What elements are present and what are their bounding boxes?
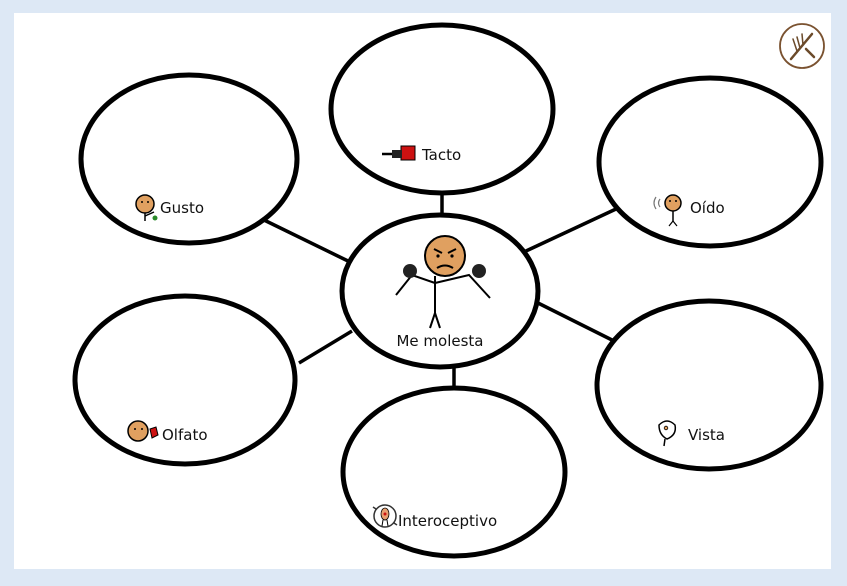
center-label: Me molesta <box>396 332 483 350</box>
ellipse-center <box>339 212 541 370</box>
ellipse-vista <box>594 298 824 472</box>
ellipse-tacto <box>328 22 556 196</box>
hearing-face-icon <box>653 194 682 227</box>
connector-vista <box>537 301 623 347</box>
connector-gusto <box>263 218 349 263</box>
smell-face-icon <box>127 420 159 442</box>
sight-face-icon <box>658 420 677 447</box>
diagram-canvas: Me molesta Tacto Gusto Oído Olfato <box>14 13 831 569</box>
ellipse-oido <box>596 75 824 249</box>
angry-person-icon <box>395 235 491 329</box>
ellipse-interoceptivo <box>340 385 568 559</box>
sense-label-vista: Vista <box>688 426 725 444</box>
sense-label-olfato: Olfato <box>162 426 208 444</box>
fork-knife-logo-icon <box>779 23 825 69</box>
body-interoception-icon <box>372 504 398 528</box>
sense-label-gusto: Gusto <box>160 199 204 217</box>
connector-oido <box>525 207 617 253</box>
sensory-mind-map: Me molesta Tacto Gusto Oído Olfato <box>72 22 825 559</box>
sense-label-oido: Oído <box>690 199 725 217</box>
hand-touch-icon <box>382 145 416 161</box>
connector-olfato <box>298 329 353 365</box>
sense-label-tacto: Tacto <box>421 146 461 164</box>
sense-label-interoceptivo: Interoceptivo <box>398 512 497 530</box>
taste-face-icon <box>135 194 158 221</box>
ellipse-olfato <box>72 293 298 467</box>
ellipse-gusto <box>78 72 300 246</box>
